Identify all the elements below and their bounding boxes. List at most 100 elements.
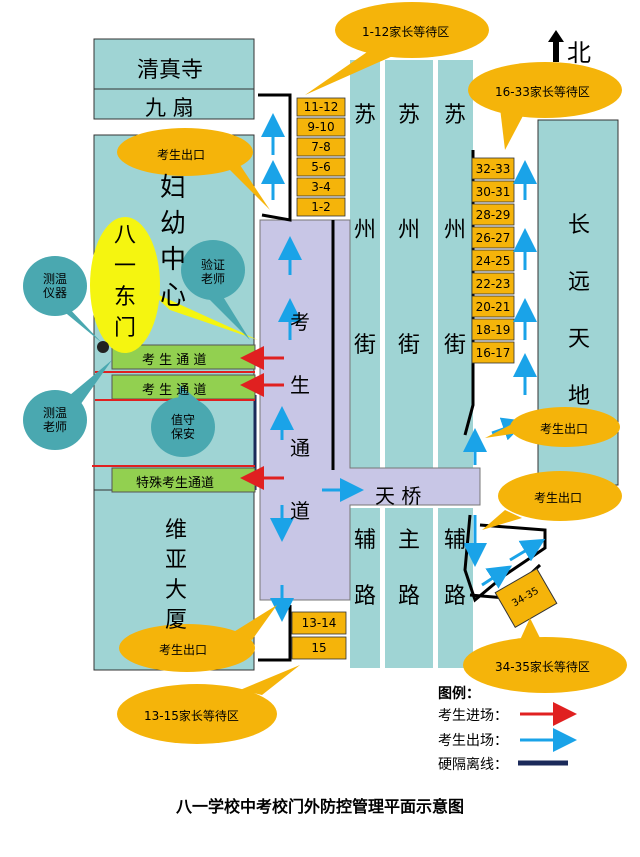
- temp-device-text: 测温仪器: [42, 272, 67, 300]
- weiya-char-2: 大: [165, 578, 188, 603]
- callout-pointer-exit-lt: [220, 160, 270, 210]
- bayi-char-0: 八: [114, 223, 137, 248]
- suzhou-col1-char-1: 州: [398, 218, 421, 243]
- lower-road-col0-char-1: 路: [354, 584, 377, 609]
- callout-exit-right-mid: [498, 471, 622, 521]
- suzhou-col2-char-2: 街: [444, 333, 467, 358]
- tianqiao-label: 天 桥: [375, 484, 422, 508]
- suzhou-street-2: [385, 60, 433, 470]
- barrier-line-left-top: [258, 93, 292, 222]
- legend-barrier-text: 硬隔离线：: [438, 757, 508, 773]
- bayi-char-1: 一: [114, 254, 137, 279]
- wr-box-1: [471, 180, 515, 203]
- waiting-zones-bottom: [291, 611, 347, 660]
- wl-label-1: 9-10: [307, 120, 335, 134]
- fuyou-char-1: 幼: [160, 209, 187, 239]
- callout-wait-34-35-text: 34-35家长等待区: [495, 660, 590, 674]
- callout-pointer-16-33: [500, 108, 525, 150]
- bayi-gate-pointer: [148, 290, 258, 340]
- callout-pointer-1-12: [305, 50, 395, 95]
- temp-device-marker: [97, 341, 109, 353]
- wl-box-2: [296, 137, 346, 157]
- wr-label-2: 28-29: [475, 207, 511, 222]
- weiya-char-1: 亚: [165, 548, 188, 573]
- suzhou-col0-char-2: 街: [354, 333, 377, 358]
- suzhou-col0-char-1: 州: [354, 218, 377, 243]
- wr-box-8: [471, 341, 515, 364]
- callout-exit-right-mid-text: 考生出口: [534, 491, 583, 505]
- weiya-char-0: 维: [165, 518, 188, 543]
- wr-box-7: [471, 318, 515, 341]
- guard-callout: [151, 397, 215, 457]
- suzhou-street-1: [350, 60, 380, 470]
- suzhou-col1-char-2: 街: [398, 333, 421, 358]
- passage-char-1: 生: [290, 373, 310, 397]
- wr-box-2: [471, 203, 515, 226]
- wb-box-1: [291, 636, 347, 660]
- wr-label-6: 20-21: [475, 299, 511, 314]
- exit-arrows: [261, 113, 546, 622]
- wb-label-1: 15: [311, 641, 327, 655]
- wl-box-3: [296, 157, 346, 177]
- suzhou-street-3: [438, 60, 473, 470]
- channel-special: [111, 467, 256, 493]
- callout-wait-13-15: [117, 684, 277, 744]
- verify-teacher-callout: [181, 240, 245, 300]
- wr-box-4: [471, 249, 515, 272]
- callout-wait-1-12: [335, 2, 489, 58]
- changyuan-char-0: 长: [568, 213, 591, 238]
- callout-exit-right-top: [510, 407, 620, 447]
- wl-box-0: [296, 97, 346, 117]
- callout-exit-left-bottom: [119, 624, 255, 672]
- callout-pointer-exit-lb: [232, 605, 277, 640]
- callout-pointer-34-35: [520, 618, 540, 640]
- temp-device-callout: [23, 256, 87, 316]
- suzhou-col2-char-1: 州: [444, 218, 467, 243]
- callout-wait-34-35: [463, 637, 627, 693]
- wr-label-0: 32-33: [475, 161, 511, 176]
- changyuan-char-3: 地: [568, 384, 591, 409]
- channel-label-special: 特殊考生通道: [136, 476, 215, 491]
- wb-label-0: 13-14: [301, 616, 337, 630]
- lower-road-col0-char-0: 辅: [354, 528, 377, 553]
- jiushan-label: 九 扇: [145, 96, 194, 120]
- waiting-zone-corner: [494, 567, 558, 629]
- changyuan-char-1: 远: [568, 270, 591, 295]
- fuyou-char-2: 中: [160, 245, 187, 275]
- verify-pointer: [205, 295, 250, 340]
- wl-box-1: [296, 117, 346, 137]
- wr-label-5: 22-23: [475, 276, 511, 291]
- bayi-char-2: 东: [114, 285, 137, 310]
- bayi-char-3: 门: [114, 316, 137, 341]
- wr-label-4: 24-25: [475, 253, 511, 268]
- callout-wait-16-33: [468, 62, 622, 118]
- fuyou-char-3: 心: [160, 281, 187, 311]
- wl-label-0: 11-12: [303, 100, 339, 114]
- verify-teacher-text: 验证老师: [200, 258, 225, 286]
- mosque-label: 清真寺: [137, 58, 204, 83]
- suzhou-col0-char-0: 苏: [354, 103, 377, 128]
- waiting-zones-right: [471, 157, 515, 364]
- wl-label-5: 1-2: [311, 200, 331, 214]
- temp-teacher-callout: [23, 390, 87, 450]
- wl-label-3: 5-6: [311, 160, 331, 174]
- callout-wait-13-15-text: 13-15家长等待区: [144, 709, 239, 723]
- wl-box-5: [296, 197, 346, 217]
- wr-label-1: 30-31: [475, 184, 511, 199]
- passage-char-2: 通: [290, 436, 310, 460]
- bayi-gate-callout: [90, 217, 160, 353]
- passage-char-3: 道: [290, 499, 310, 523]
- wr-label-8: 16-17: [475, 345, 511, 360]
- callout-pointer-exit-rm: [482, 510, 522, 530]
- legend-exit-text: 考生出场：: [438, 733, 508, 749]
- passage-char-0: 考: [290, 310, 310, 334]
- waiting-zones-left: [296, 97, 346, 217]
- lower-road-col1-char-1: 路: [398, 584, 421, 609]
- callout-exit-left-top-text: 考生出口: [157, 148, 206, 162]
- north-arrow-icon: [548, 30, 564, 62]
- callout-wait-1-12-text: 1-12家长等待区: [362, 25, 450, 39]
- channel-label-1: 考 生 通 道: [142, 353, 207, 368]
- suzhou-col2-char-0: 苏: [444, 103, 467, 128]
